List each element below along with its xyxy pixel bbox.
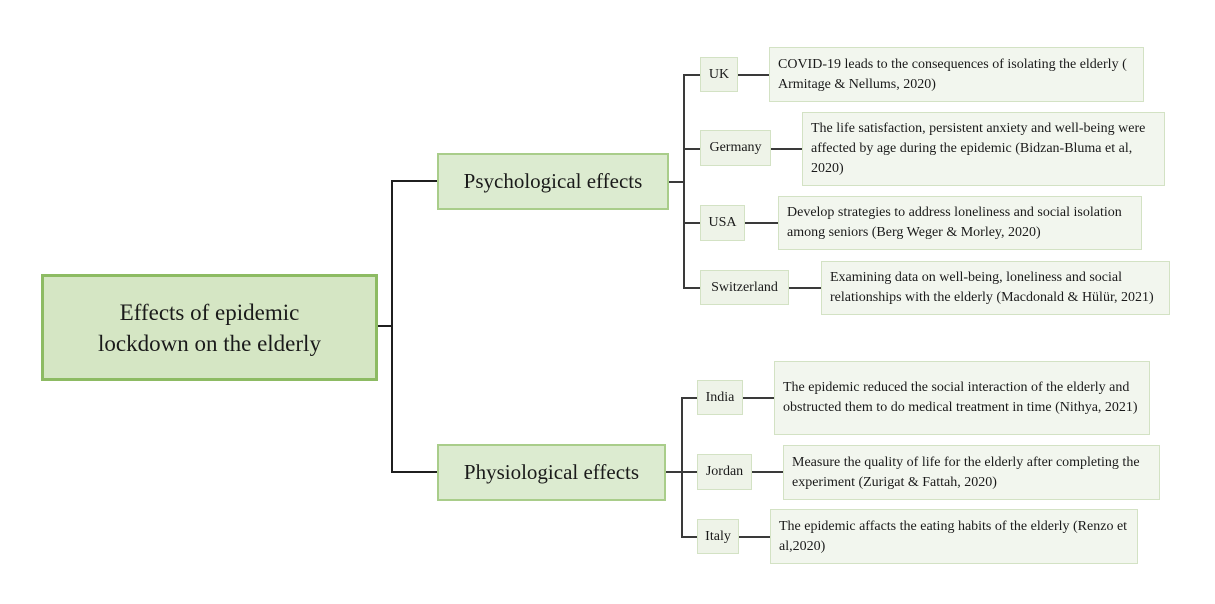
connector-usa-desc [745,222,779,224]
connector-root-stub [378,325,392,327]
country-node-uk: UK [700,57,738,92]
description-germany: The life satisfaction, persistent anxiet… [802,112,1165,186]
description-text: The epidemic reduced the social interact… [783,380,1138,415]
connector-to-physiological [391,471,438,473]
root-node: Effects of epidemic lockdown on the elde… [41,274,378,381]
connector-psych-trunk [683,74,685,288]
category-label: Psychological effects [463,169,643,193]
country-label: Italy [705,528,731,544]
country-label: USA [708,215,737,230]
connector-germany [683,148,700,150]
connector-uk [683,74,700,76]
description-usa: Develop strategies to address loneliness… [778,196,1142,250]
country-node-jordan: Jordan [697,454,752,490]
country-label: Germany [709,140,762,155]
country-label: UK [708,66,730,82]
country-label: Switzerland [711,279,778,295]
country-node-usa: USA [700,205,745,241]
description-text: Measure the quality of life for the elde… [792,454,1140,490]
description-text: The life satisfaction, persistent anxiet… [811,121,1146,176]
connector-psych-stub [669,181,684,183]
connector-physio-stub [666,471,682,473]
category-node-psychological: Psychological effects [437,153,669,210]
description-switzerland: Examining data on well-being, loneliness… [821,261,1170,315]
connector-india [681,397,697,399]
connector-jordan-desc [752,471,784,473]
connector-switzerland-desc [789,287,822,289]
connector-germany-desc [771,148,803,150]
country-label: Jordan [705,464,744,479]
connector-italy-desc [739,536,771,538]
connector-to-psychological [391,180,438,182]
country-node-india: India [697,380,743,415]
connector-usa [683,222,700,224]
category-node-physiological: Physiological effects [437,444,666,501]
description-text: Examining data on well-being, loneliness… [830,270,1154,305]
connector-physio-trunk [681,397,683,537]
connector-uk-desc [738,74,770,76]
country-node-switzerland: Switzerland [700,270,789,305]
connector-italy [681,536,697,538]
connector-jordan [681,471,697,473]
country-node-italy: Italy [697,519,739,554]
description-text: COVID-19 leads to the consequences of is… [778,56,1127,92]
description-text: The epidemic affacts the eating habits o… [779,518,1128,554]
connector-switzerland [683,287,700,289]
description-india: The epidemic reduced the social interact… [774,361,1150,435]
description-italy: The epidemic affacts the eating habits o… [770,509,1138,564]
country-label: India [705,389,735,405]
description-text: Develop strategies to address loneliness… [787,205,1122,240]
connector-root-trunk [391,180,393,473]
country-node-germany: Germany [700,130,771,166]
description-uk: COVID-19 leads to the consequences of is… [769,47,1144,102]
connector-india-desc [743,397,775,399]
description-jordan: Measure the quality of life for the elde… [783,445,1160,500]
root-label: Effects of epidemic lockdown on the elde… [98,299,321,356]
category-label: Physiological effects [463,460,640,484]
